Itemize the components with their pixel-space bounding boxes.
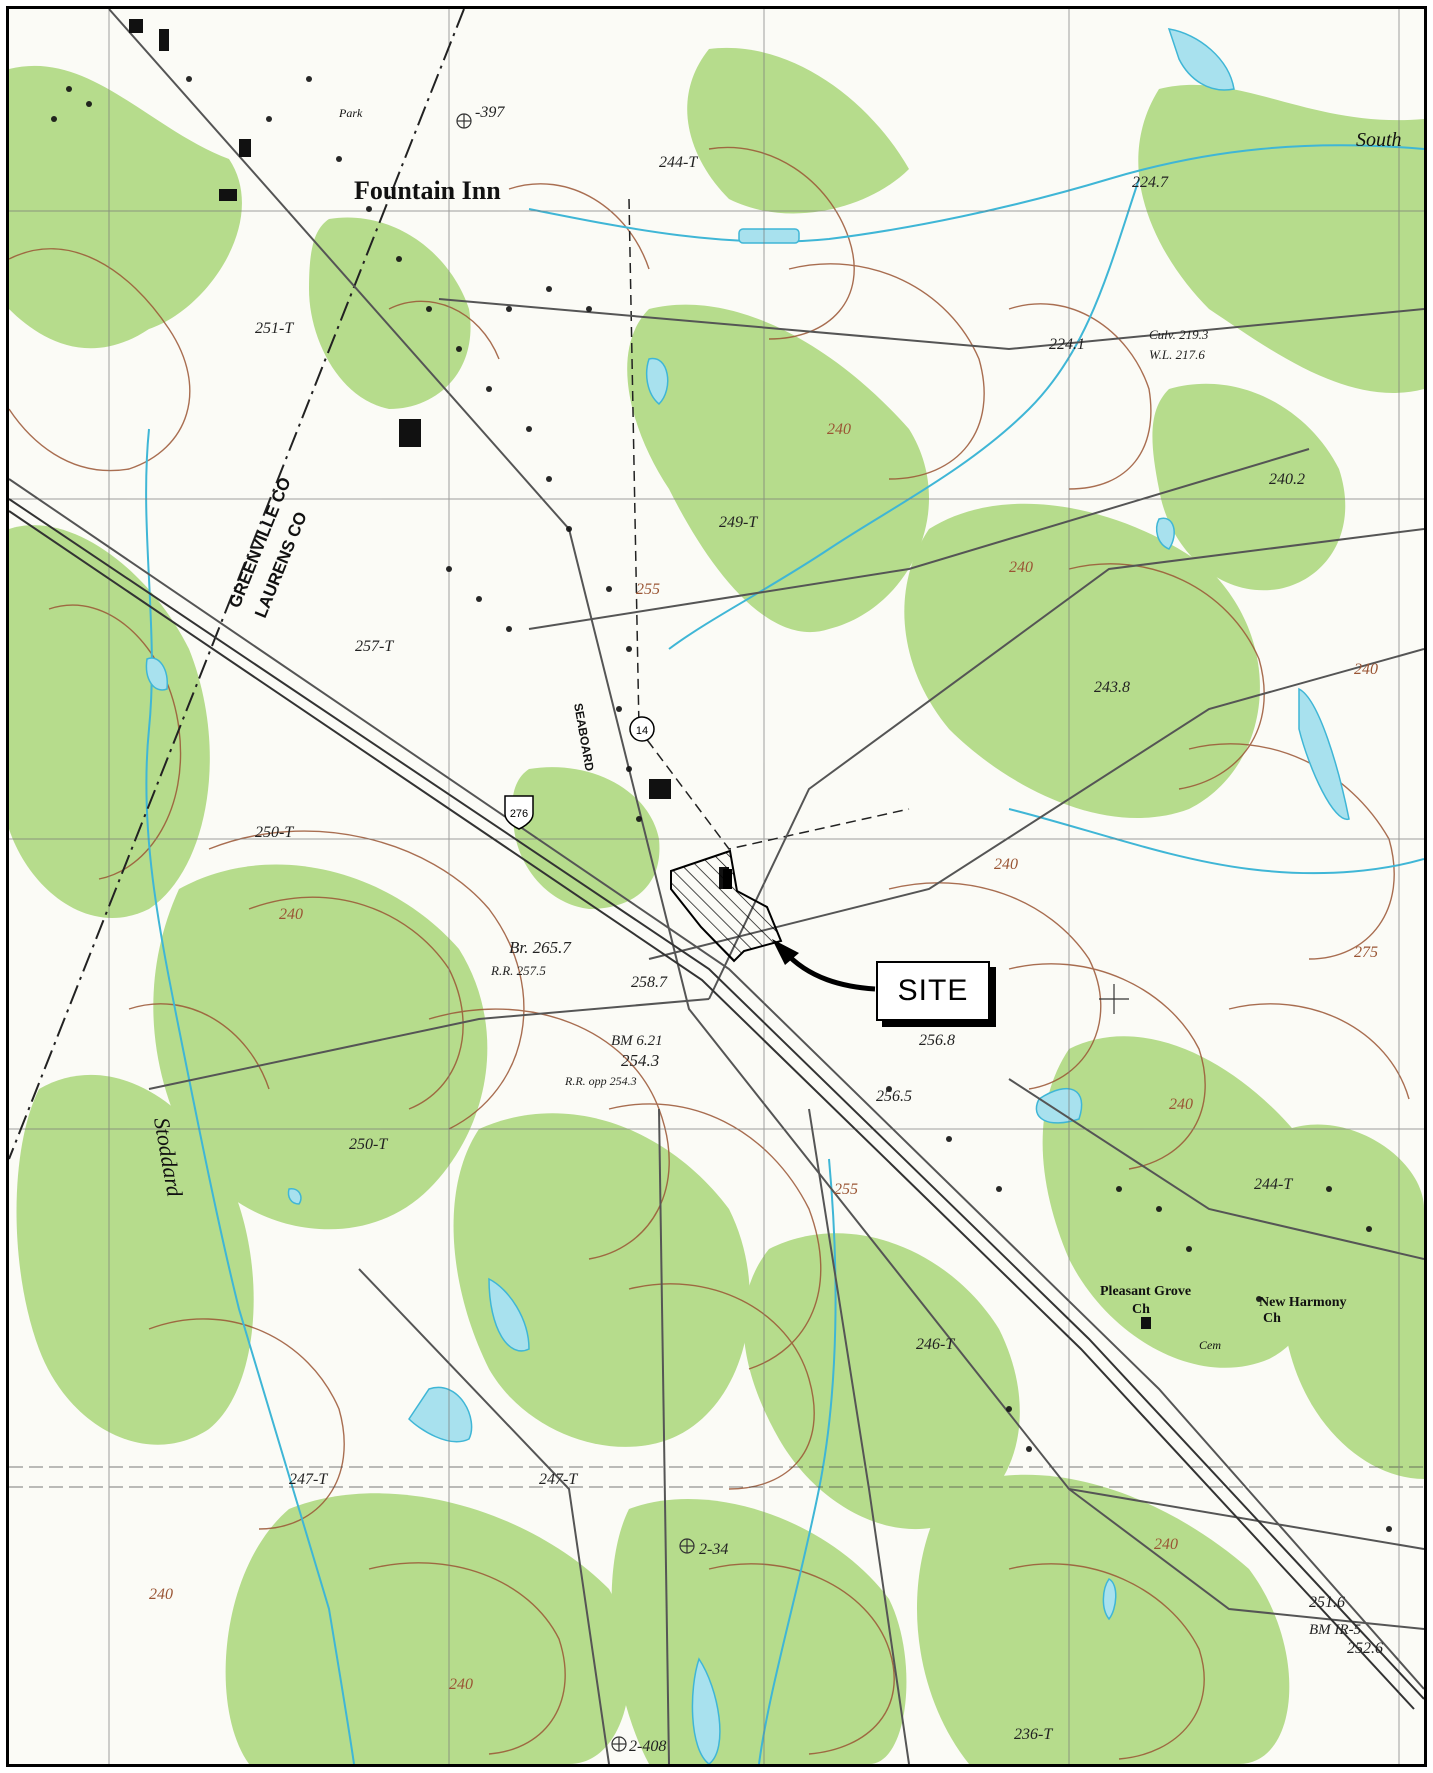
spot-elevation: 251.6 <box>1309 1594 1345 1611</box>
contour-label: 240 <box>1009 559 1033 576</box>
map-canvas: 276 14 Fountain Inn South Stoddard GREEN… <box>9 9 1424 1764</box>
route-us-label: 276 <box>510 808 528 820</box>
spot-elevation: 243.8 <box>1094 679 1130 696</box>
spot-elevation: 258.7 <box>631 974 668 991</box>
route-sc-label: 14 <box>636 725 648 737</box>
contour-label: 240 <box>1169 1096 1193 1113</box>
woodland-layer <box>9 47 1424 1764</box>
contour-label: 240 <box>149 1586 173 1603</box>
church-abbrev-new-harmony: Ch <box>1263 1311 1281 1326</box>
grid-layer <box>9 9 1424 1764</box>
spot-elevation: 2-408 <box>629 1738 666 1755</box>
contour-label: 255 <box>834 1181 858 1198</box>
benchmark-value: 254.3 <box>621 1051 659 1070</box>
water-level-elevation: W.L. 217.6 <box>1149 347 1205 362</box>
contour-label: 275 <box>1354 944 1378 961</box>
cemetery-label: Cem <box>1199 1338 1221 1352</box>
contour-label: 240 <box>994 856 1018 873</box>
route-sc-14-shield: 14 <box>629 716 655 742</box>
spot-elevation: 224.7 <box>1132 174 1169 191</box>
spot-elevation: 247-T <box>539 1471 578 1488</box>
spot-elevation-bridge: Br. 265.7 <box>509 938 572 957</box>
spot-elevation: 250-T <box>349 1136 388 1153</box>
site-callout-label: SITE <box>876 961 990 1021</box>
spot-elevation: 240.2 <box>1269 471 1305 488</box>
contour-label: 240 <box>449 1676 473 1693</box>
contour-label: 240 <box>279 906 303 923</box>
church-label-new-harmony: New Harmony <box>1259 1295 1347 1310</box>
road-layer <box>9 9 1424 1764</box>
church-abbrev-pleasant-grove: Ch <box>1132 1302 1150 1317</box>
benchmark-label: BM IR-5 <box>1309 1622 1362 1638</box>
benchmark-markers <box>456 113 1129 1752</box>
spot-elevation-railroad: R.R. 257.5 <box>490 963 546 978</box>
spot-elevation: 256.5 <box>876 1088 912 1105</box>
topographic-map: 276 14 Fountain Inn South Stoddard GREEN… <box>6 6 1427 1767</box>
pond-layer <box>145 28 1350 1764</box>
spot-elevation: 247-T <box>289 1471 328 1488</box>
spot-elevation: 2-34 <box>699 1541 728 1558</box>
spot-elevation: 257-T <box>355 638 394 655</box>
spot-elevation: -397 <box>475 104 505 121</box>
site-leader-arrow <box>772 939 876 992</box>
contour-label: 240 <box>1354 661 1378 678</box>
spot-elevation: 246-T <box>916 1336 955 1353</box>
contour-label: 255 <box>636 581 660 598</box>
railroad-label-seaboard: SEABOARD <box>571 702 597 772</box>
township-boundary <box>628 198 910 850</box>
spot-elevation: 244-T <box>1254 1176 1293 1193</box>
spot-elevation: 251-T <box>255 320 294 337</box>
spot-elevation: 252.6 <box>1347 1640 1383 1657</box>
spot-elevation: 224.1 <box>1049 336 1085 353</box>
spot-elevation: 256.8 <box>919 1032 955 1049</box>
route-us-276-shield: 276 <box>504 795 534 830</box>
county-boundary <box>9 9 465 1160</box>
culvert-elevation: Culv. 219.3 <box>1149 327 1209 342</box>
spot-elevation: 244-T <box>659 154 698 171</box>
contour-label: 240 <box>1154 1536 1178 1553</box>
spot-elevation-railroad-opp: R.R. opp 254.3 <box>564 1074 637 1088</box>
benchmark-label: BM 6.21 <box>611 1033 663 1049</box>
church-label-pleasant-grove: Pleasant Grove <box>1100 1284 1191 1299</box>
spot-elevation: 250-T <box>255 824 294 841</box>
park-label: Park <box>338 106 363 120</box>
contour-label: 240 <box>827 421 851 438</box>
spot-elevation: 249-T <box>719 514 758 531</box>
site-parcel <box>670 849 783 963</box>
railroad <box>9 498 1424 1710</box>
stream-label-south: South <box>1356 129 1402 151</box>
town-label-fountain-inn: Fountain Inn <box>354 176 501 205</box>
spot-elevation: 236-T <box>1014 1726 1053 1743</box>
